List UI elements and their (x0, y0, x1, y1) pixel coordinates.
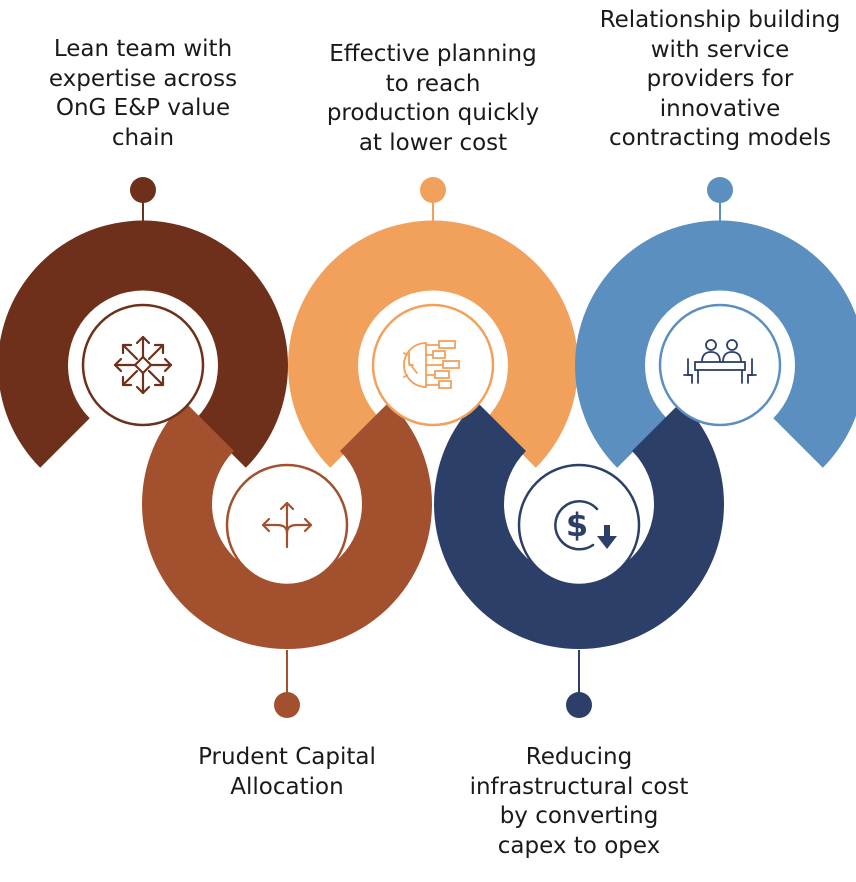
label-line: Effective planning (329, 41, 537, 67)
split-arrows-icon (261, 501, 313, 549)
label-relationship-building: Relationship building with service provi… (588, 6, 852, 154)
label-line: by converting (499, 803, 659, 829)
ring-effective-planning (288, 220, 579, 468)
label-line: production quickly (326, 100, 540, 126)
dot-lean-team (130, 177, 156, 203)
ring-prudent-capital (142, 401, 433, 650)
dot-relationship-building (707, 177, 733, 203)
meeting-table-icon (683, 339, 757, 384)
label-line: at lower cost (358, 129, 508, 156)
ring-relationship-building (575, 220, 856, 468)
label-line: providers for (646, 66, 794, 92)
label-line: with service (650, 36, 790, 63)
ring-lean-team (0, 220, 288, 468)
arrows-out-icon (113, 335, 173, 395)
ring-reducing-cost (434, 401, 724, 650)
label-line: infrastructural cost (469, 773, 689, 800)
icon-ring-lean-team (81, 303, 205, 427)
label-line: OnG E&P value (55, 95, 231, 121)
label-reducing-cost: Reducing infrastructural cost by convert… (449, 743, 709, 861)
label-line: capex to opex (497, 832, 661, 859)
label-line: chain (111, 124, 175, 151)
dot-reducing-cost (566, 692, 592, 718)
clock-timeline-icon (403, 340, 460, 389)
label-line: innovative (659, 95, 781, 122)
dollar-down-icon: $ (554, 500, 617, 551)
label-effective-planning: Effective planning to reach production q… (303, 40, 563, 158)
label-prudent-capital: Prudent Capital Allocation (167, 743, 407, 802)
svg-text:$: $ (566, 506, 588, 544)
label-line: Reducing (525, 744, 633, 770)
label-line: Relationship building (599, 7, 841, 33)
label-line: Prudent Capital (198, 744, 376, 770)
label-line: contracting models (608, 125, 831, 151)
label-line: Lean team with (53, 36, 233, 62)
icon-ring-relationship-building (658, 303, 782, 427)
label-line: Allocation (230, 773, 344, 800)
dot-effective-planning (420, 177, 446, 203)
label-line: expertise across (48, 65, 238, 92)
dot-prudent-capital (274, 692, 300, 718)
label-lean-team: Lean team with expertise across OnG E&P … (23, 35, 263, 153)
label-line: to reach (385, 70, 481, 97)
icon-ring-reducing-cost (517, 463, 641, 587)
